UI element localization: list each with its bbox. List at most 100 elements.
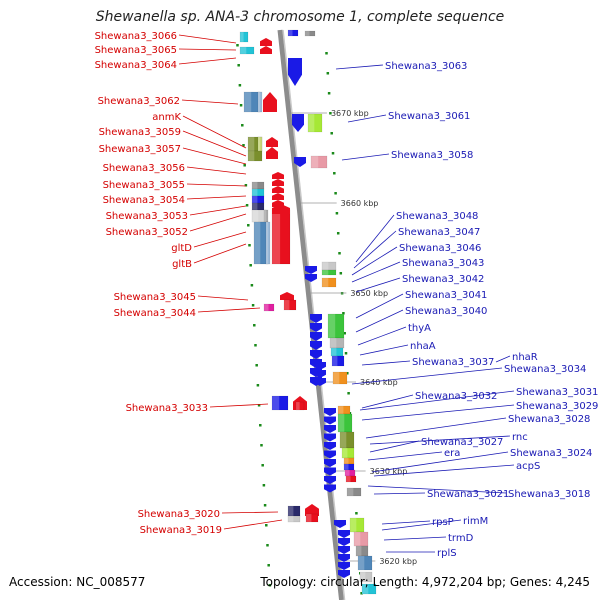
gene-label-right[interactable]: Shewana3_3040: [405, 306, 487, 317]
gene-block-shade: [331, 348, 337, 356]
gene-label-right[interactable]: Shewana3_3037: [412, 357, 494, 368]
leader-line: [186, 183, 247, 187]
gene-label-left[interactable]: anmK: [152, 112, 181, 123]
leader-line: [351, 261, 401, 283]
gene-label-right[interactable]: rimM: [463, 516, 488, 527]
gene-arrow-up: [305, 504, 319, 516]
gene-label-right[interactable]: Shewana3_3048: [396, 211, 478, 222]
track-dot: [250, 284, 254, 287]
gene-label-right[interactable]: Shewana3_3031: [516, 387, 598, 398]
gene-label-left[interactable]: Shewana3_3052: [106, 227, 188, 238]
gene-label-left[interactable]: Shewana3_3044: [114, 308, 196, 319]
track-dot: [248, 244, 251, 247]
track-dot: [257, 404, 261, 407]
gene-arrow-up: [280, 292, 294, 300]
gene-label-left[interactable]: Shewana3_3055: [103, 180, 185, 191]
map-title: Shewanella sp. ANA-3 chromosome 1, compl…: [95, 9, 505, 25]
gene-arrow-down: [338, 538, 350, 546]
gene-label-right[interactable]: Shewana3_3028: [508, 414, 590, 425]
gene-block-shade: [360, 572, 366, 582]
gene-label-right[interactable]: nhaA: [410, 341, 436, 352]
gene-label-right[interactable]: rplS: [437, 548, 457, 559]
track-dot: [343, 332, 346, 335]
track-dot: [268, 584, 272, 587]
gene-block: [287, 29, 299, 37]
gene-label-left[interactable]: Shewana3_3066: [95, 31, 177, 42]
leader-line: [361, 360, 411, 366]
gene-block-shade: [345, 470, 350, 476]
gene-label-left[interactable]: Shewana3_3033: [126, 403, 208, 414]
gene-label-right[interactable]: Shewana3_3041: [405, 290, 487, 301]
gene-label-right[interactable]: thyA: [408, 323, 431, 334]
gene-label-right[interactable]: Shewana3_3021: [427, 489, 509, 500]
gene-label-right[interactable]: Shewana3_3032: [415, 391, 497, 402]
gene-block-shade: [252, 189, 258, 196]
gene-label-right[interactable]: rpsP: [432, 517, 454, 528]
track-dot: [336, 232, 340, 235]
gene-block-shade: [240, 32, 244, 42]
gene-label-right[interactable]: Shewana3_3024: [510, 448, 592, 459]
gene-block-shade: [272, 396, 280, 410]
gene-label-left[interactable]: Shewana3_3053: [106, 211, 188, 222]
gene-label-left[interactable]: gltD: [171, 243, 192, 254]
gene-label-right[interactable]: rnc: [512, 432, 528, 443]
gene-label-right[interactable]: nhaR: [512, 352, 538, 363]
gene-arrow-down: [338, 546, 350, 554]
gene-block: [239, 46, 255, 55]
gene-arrow-up: [272, 172, 284, 179]
gene-block: [345, 475, 357, 483]
gene-block-shade: [342, 448, 348, 458]
gene-label-left[interactable]: gltB: [172, 259, 192, 270]
topology-summary: Topology: circular; Length: 4,972,204 bp…: [260, 575, 590, 589]
gene-label-right[interactable]: Shewana3_3042: [402, 274, 484, 285]
gene-label-right[interactable]: trmD: [448, 533, 474, 544]
gene-block-shade: [258, 92, 260, 112]
gene-arrow-down: [314, 362, 326, 370]
gene-arrow-down: [324, 425, 336, 433]
gene-label-left[interactable]: Shewana3_3056: [103, 163, 185, 174]
gene-label-right[interactable]: Shewana3_3061: [388, 111, 470, 122]
gene-label-left[interactable]: Shewana3_3059: [99, 127, 181, 138]
gene-label-left[interactable]: Shewana3_3054: [103, 195, 185, 206]
gene-label-right[interactable]: acpS: [516, 461, 540, 472]
gene-arrow-down: [324, 416, 336, 425]
gene-label-right[interactable]: Shewana3_3018: [508, 489, 590, 500]
gene-label-right[interactable]: Shewana3_3058: [391, 150, 473, 161]
gene-label-right[interactable]: Shewana3_3046: [399, 243, 481, 254]
leader-line: [361, 394, 414, 409]
gene-arrow-down: [324, 484, 336, 493]
gene-label-right[interactable]: Shewana3_3063: [385, 61, 467, 72]
track-dot: [261, 464, 264, 467]
label-leader-lines: [178, 34, 515, 553]
gene-block-shade: [258, 137, 260, 151]
gene-label-right[interactable]: Shewana3_3029: [516, 401, 598, 412]
gene-label-right[interactable]: Shewana3_3027: [421, 437, 503, 448]
gene-label-right[interactable]: Shewana3_3034: [504, 364, 586, 375]
leader-line: [347, 114, 387, 123]
gene-block-shade: [288, 30, 293, 36]
gene-label-left[interactable]: Shewana3_3062: [98, 96, 180, 107]
gene-label-right[interactable]: Shewana3_3047: [398, 227, 480, 238]
gene-label-right[interactable]: Shewana3_3043: [402, 258, 484, 269]
gene-block-shade: [322, 278, 329, 287]
gene-arrow-up: [272, 179, 284, 186]
gene-label-left[interactable]: Shewana3_3020: [138, 509, 220, 520]
track-dot: [355, 512, 358, 515]
gene-label-left[interactable]: Shewana3_3057: [99, 144, 181, 155]
gene-block-shade: [330, 338, 337, 348]
track-dot: [325, 52, 328, 55]
track-dot: [245, 204, 249, 207]
gene-label-left[interactable]: Shewana3_3045: [114, 292, 196, 303]
leader-line: [178, 34, 237, 44]
gene-label-left[interactable]: Shewana3_3065: [95, 45, 177, 56]
track-dot: [346, 372, 349, 375]
gene-label-left[interactable]: Shewana3_3019: [140, 525, 222, 536]
leader-line: [355, 293, 404, 319]
leader-line: [209, 403, 269, 408]
gene-block: [305, 513, 319, 523]
gene-label-right[interactable]: era: [444, 448, 460, 459]
gene-label-left[interactable]: Shewana3_3064: [95, 60, 177, 71]
gene-block: [287, 515, 301, 523]
gene-block-shade: [350, 518, 357, 532]
leader-line: [181, 99, 239, 105]
